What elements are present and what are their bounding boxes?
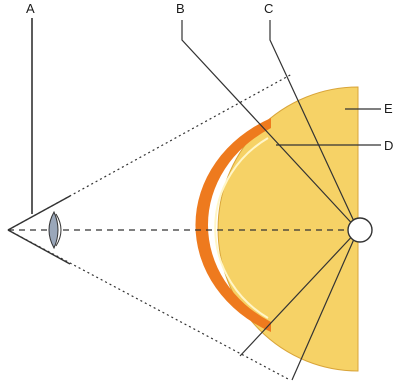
label-c: C <box>264 1 273 16</box>
label-e: E <box>384 101 393 116</box>
label-d: D <box>384 138 393 153</box>
center-circle <box>348 218 372 242</box>
eye-icon <box>8 196 70 264</box>
label-a: A <box>26 1 35 16</box>
label-b: B <box>176 1 185 16</box>
